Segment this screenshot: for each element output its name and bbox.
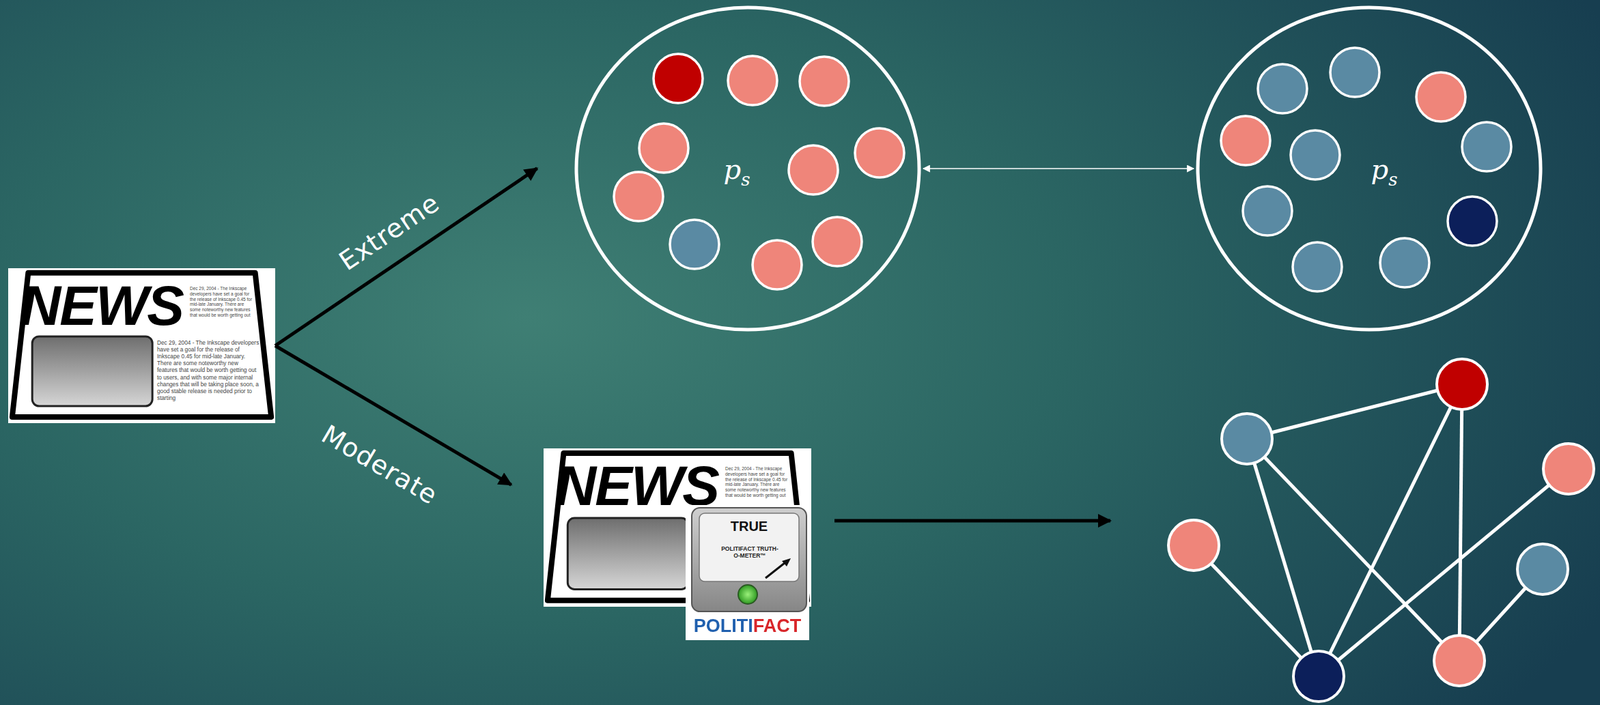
- newspaper-icon: NEWSDec 29, 2004 - The Inkscape develope…: [543, 448, 812, 608]
- agent-dot: [799, 56, 849, 106]
- flow-arrow: [834, 519, 1111, 524]
- newspaper-photo: [32, 336, 153, 407]
- node-shape: [1195, 5, 1543, 332]
- edge-label: Extreme: [333, 187, 446, 277]
- probability-subscript: s: [1388, 169, 1398, 190]
- agent-dot: [727, 55, 778, 106]
- agent-dot: [1290, 130, 1340, 180]
- probability-symbol: p: [723, 153, 742, 186]
- symbol-group: ps: [723, 153, 751, 190]
- network-node: [1293, 651, 1344, 703]
- newspaper-column-text: Dec 29, 2004 - The Inkscape developers h…: [725, 466, 791, 499]
- population-outline: [1197, 7, 1541, 330]
- network-nodes: [1168, 359, 1594, 703]
- agent-dot: [788, 145, 838, 195]
- agent-dot: [613, 172, 664, 222]
- icon-background: [8, 268, 276, 424]
- newspaper-photo: [567, 518, 688, 590]
- network-links: [1193, 384, 1569, 677]
- connector-arrow: [275, 346, 512, 486]
- agent-dot: [1330, 47, 1380, 97]
- symbol-group: ps: [1371, 153, 1398, 190]
- agent-dot: [1462, 122, 1512, 172]
- network-link: [1246, 384, 1463, 440]
- agent-dot: [653, 53, 703, 104]
- newspaper-outline: [12, 273, 272, 418]
- network-node: [1221, 413, 1273, 465]
- meter-light: [738, 585, 758, 605]
- network-node: [1517, 544, 1568, 595]
- agent-dot: [1292, 242, 1342, 292]
- agent-dot: [639, 123, 689, 173]
- node-shape: [574, 5, 922, 332]
- network-node: [1434, 635, 1485, 687]
- agent-dot: [1242, 186, 1293, 236]
- population-circle: ps: [1195, 5, 1543, 332]
- network-link: [1246, 439, 1460, 662]
- meter-reading: TRUE: [691, 518, 807, 535]
- network-link: [1318, 384, 1463, 677]
- agent-dot: [1416, 72, 1466, 122]
- network-node: [1543, 443, 1594, 495]
- politifact-logo: POLITIFACT: [685, 615, 810, 638]
- agent-dot: [812, 217, 862, 267]
- network-link: [1459, 384, 1463, 662]
- meter-case: [691, 508, 807, 612]
- newspaper-headline: NEWS: [20, 277, 184, 334]
- agent-dot: [752, 240, 802, 290]
- agent-dot: [669, 219, 720, 270]
- connector-arrow: [275, 168, 538, 347]
- network-node: [1436, 359, 1488, 410]
- connector-arrow: [923, 167, 1194, 170]
- network-link: [1193, 545, 1319, 677]
- network-node: [1168, 520, 1219, 571]
- edge-label: Moderate: [316, 419, 444, 511]
- agent-dot: [1220, 116, 1271, 166]
- meter-background: [685, 505, 810, 641]
- newspaper-column-text: Dec 29, 2004 - The Inkscape developers h…: [189, 286, 255, 319]
- meter-brand: POLITIFACT TRUTH-O-METER™: [719, 546, 781, 560]
- newspaper-body-text: Dec 29, 2004 - The Inkscape developers h…: [157, 339, 260, 402]
- probability-subscript: s: [740, 169, 750, 190]
- agent-dot: [854, 128, 905, 178]
- newspaper-icon: NEWSDec 29, 2004 - The Inkscape develope…: [8, 268, 276, 424]
- population-circle: ps: [574, 5, 922, 332]
- newspaper-outline: [547, 453, 808, 601]
- probability-symbol: p: [1371, 153, 1389, 186]
- population-outline: [576, 7, 920, 330]
- agent-dot: [1257, 64, 1308, 114]
- agent-dot: [1380, 238, 1430, 288]
- agent-dot: [1447, 196, 1497, 246]
- truth-o-meter: TRUE POLITIFACT TRUTH-O-METER™ POLITIFACT: [685, 505, 810, 641]
- meter-needle-tip: [781, 558, 791, 567]
